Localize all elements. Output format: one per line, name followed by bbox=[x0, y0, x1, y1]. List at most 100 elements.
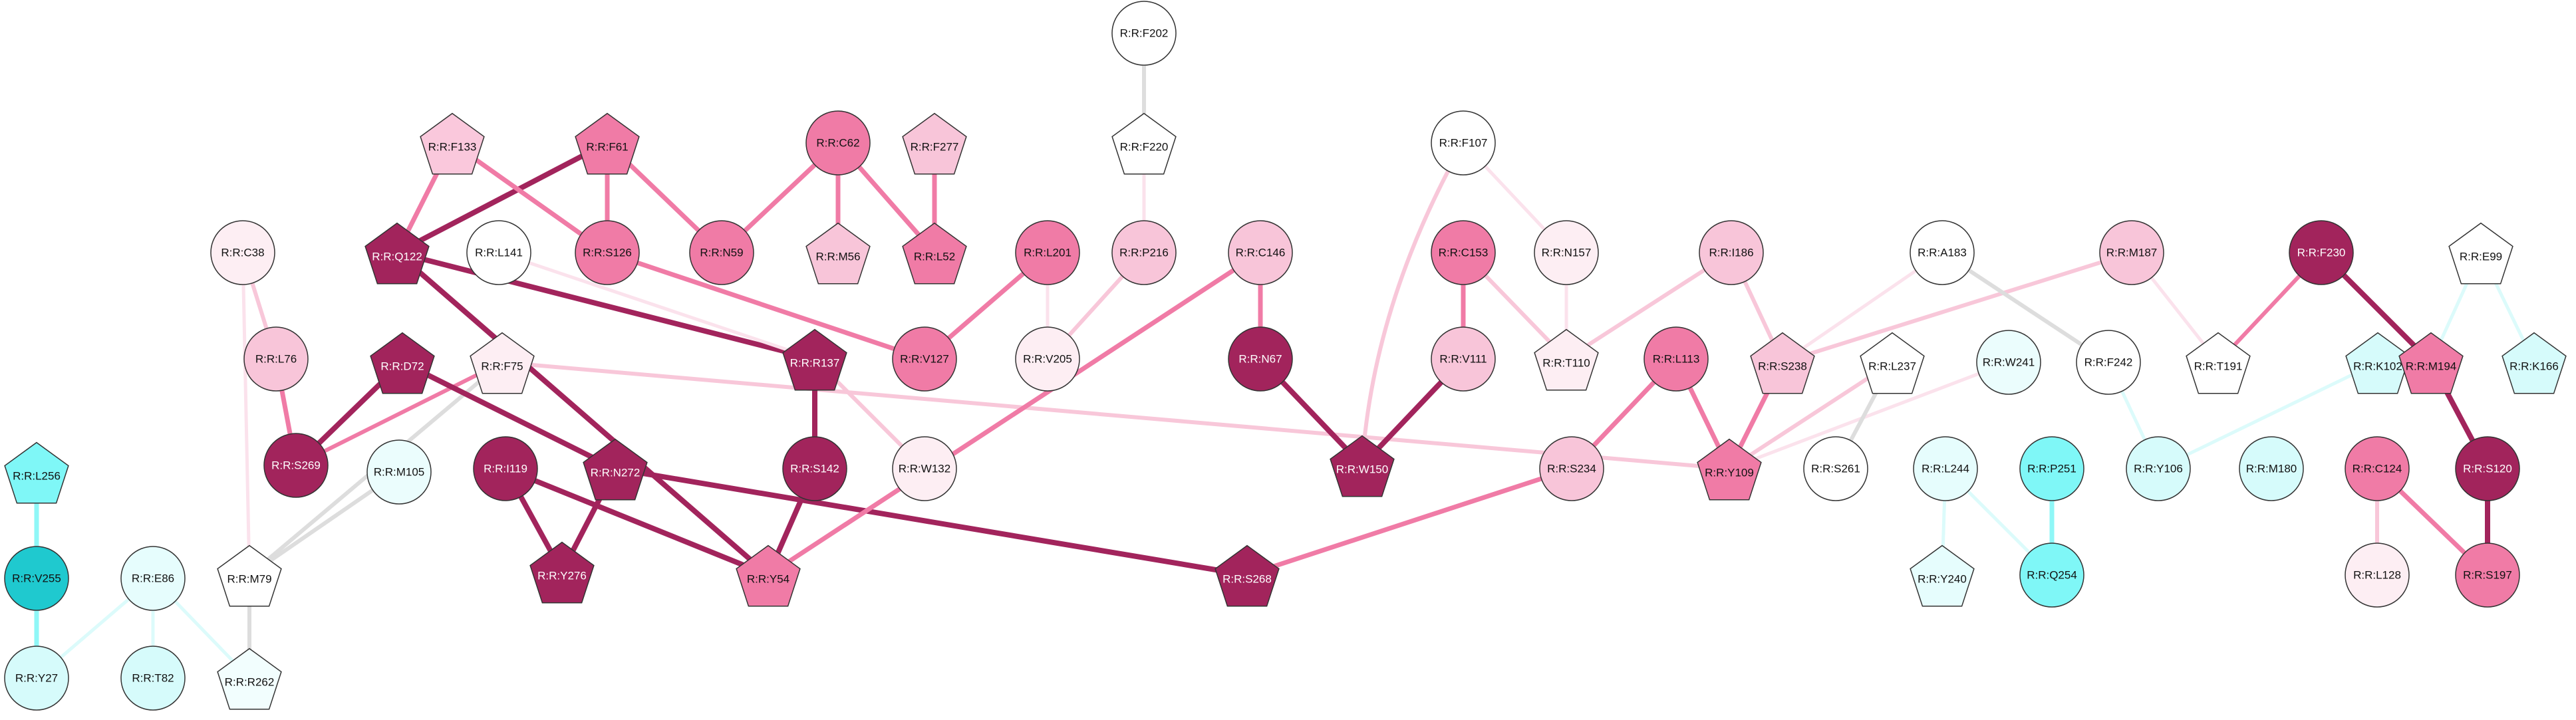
node-l76: R:R:L76 bbox=[243, 326, 309, 392]
node-l237-pentagon bbox=[1860, 332, 1925, 394]
node-s234-circle bbox=[1539, 436, 1604, 501]
node-l141: R:R:L141 bbox=[466, 220, 531, 285]
node-f107-circle bbox=[1431, 110, 1496, 176]
node-t82: R:R:T82 bbox=[120, 646, 186, 711]
node-y276: R:R:Y276 bbox=[529, 541, 595, 604]
node-y240: R:R:Y240 bbox=[1910, 544, 1975, 607]
node-label: R:R:I186 bbox=[1709, 247, 1753, 259]
edge-l141-r137 bbox=[497, 251, 817, 361]
node-i186: R:R:I186 bbox=[1699, 220, 1764, 285]
node-i186-circle bbox=[1699, 220, 1764, 285]
edge-f107-w150 bbox=[1360, 141, 1465, 467]
node-label: R:R:Q122 bbox=[372, 251, 422, 263]
node-y106: R:R:Y106 bbox=[2126, 436, 2191, 501]
node-c124-circle bbox=[2345, 436, 2410, 501]
node-label: R:R:L52 bbox=[914, 251, 955, 263]
node-label: R:R:L76 bbox=[255, 353, 297, 366]
node-label: R:R:P216 bbox=[1119, 247, 1169, 259]
node-label: R:R:S126 bbox=[583, 247, 632, 259]
node-c146: R:R:C146 bbox=[1228, 220, 1293, 285]
node-label: R:R:M105 bbox=[374, 466, 425, 479]
node-label: R:R:N157 bbox=[1542, 247, 1592, 259]
node-n157: R:R:N157 bbox=[1534, 220, 1599, 285]
node-label: R:R:L237 bbox=[1868, 360, 1916, 373]
edge-k102-y106 bbox=[2156, 360, 2380, 471]
node-l237: R:R:L237 bbox=[1860, 332, 1925, 394]
node-m180-circle bbox=[2239, 436, 2304, 501]
node-label: R:R:Y109 bbox=[1705, 467, 1754, 479]
node-f61-pentagon bbox=[575, 112, 640, 175]
node-m194-pentagon bbox=[2398, 332, 2464, 394]
node-t82-circle bbox=[120, 646, 186, 711]
node-label: R:R:N59 bbox=[700, 247, 743, 259]
node-c153-circle bbox=[1431, 220, 1496, 285]
node-label: R:R:W150 bbox=[1336, 463, 1388, 476]
node-f220-pentagon bbox=[1111, 112, 1177, 175]
node-q254: R:R:Q254 bbox=[2019, 542, 2084, 608]
node-label: R:R:Y276 bbox=[537, 570, 587, 582]
node-n157-circle bbox=[1534, 220, 1599, 285]
node-t191-pentagon bbox=[2186, 332, 2251, 394]
node-n272-pentagon bbox=[583, 438, 648, 501]
node-label: R:R:N272 bbox=[591, 467, 641, 479]
node-label: R:R:F220 bbox=[1120, 141, 1169, 154]
node-f202-circle bbox=[1111, 1, 1177, 66]
node-e99: R:R:E99 bbox=[2448, 222, 2513, 285]
edge-i119-y54 bbox=[503, 466, 771, 578]
node-label: R:R:C153 bbox=[1439, 247, 1489, 259]
node-label: R:R:S268 bbox=[1222, 573, 1272, 586]
node-m56-pentagon bbox=[805, 222, 871, 285]
node-l201: R:R:L201 bbox=[1015, 220, 1080, 285]
node-p216-circle bbox=[1111, 220, 1177, 285]
node-v255: R:R:V255 bbox=[4, 546, 69, 611]
node-label: R:R:L141 bbox=[475, 247, 523, 259]
node-s238-pentagon bbox=[1750, 332, 1815, 394]
node-label: R:R:T110 bbox=[1542, 357, 1590, 370]
node-r262-pentagon bbox=[217, 648, 282, 710]
node-label: R:R:M194 bbox=[2406, 360, 2457, 373]
node-label: R:R:M79 bbox=[227, 573, 271, 586]
node-label: R:R:W132 bbox=[899, 463, 950, 475]
node-v111: R:R:V111 bbox=[1431, 326, 1496, 392]
edge-w241-y109 bbox=[1727, 360, 2011, 471]
node-label: R:R:F61 bbox=[586, 141, 628, 154]
node-s268: R:R:S268 bbox=[1215, 544, 1280, 607]
node-v127: R:R:V127 bbox=[892, 326, 957, 392]
node-v205-circle bbox=[1015, 326, 1080, 392]
node-y54-pentagon bbox=[736, 544, 801, 607]
node-c38-circle bbox=[210, 220, 275, 285]
edge-m187-s238 bbox=[1781, 251, 2134, 364]
node-l128-circle bbox=[2345, 542, 2410, 608]
node-k102: R:R:K102 bbox=[2345, 332, 2410, 394]
node-label: R:R:C38 bbox=[221, 247, 264, 259]
node-label: R:R:F107 bbox=[1439, 137, 1488, 150]
node-s261: R:R:S261 bbox=[1803, 436, 1868, 501]
node-s268-pentagon bbox=[1215, 544, 1280, 607]
edge-l237-y109 bbox=[1727, 360, 1894, 471]
node-q122: R:R:Q122 bbox=[364, 222, 430, 285]
node-t110: R:R:T110 bbox=[1534, 328, 1599, 391]
node-f107: R:R:F107 bbox=[1431, 110, 1496, 176]
node-m187: R:R:M187 bbox=[2099, 220, 2164, 285]
node-label: R:R:D72 bbox=[380, 360, 424, 373]
node-s126-circle bbox=[575, 220, 640, 285]
node-label: R:R:S234 bbox=[1547, 463, 1596, 475]
node-s269-circle bbox=[263, 433, 329, 498]
node-p216: R:R:P216 bbox=[1111, 220, 1177, 285]
node-w150-pentagon bbox=[1330, 435, 1395, 497]
node-label: R:R:E99 bbox=[2460, 251, 2502, 263]
node-l113-circle bbox=[1644, 326, 1709, 392]
node-d72: R:R:D72 bbox=[370, 332, 435, 394]
edge-q122-y54 bbox=[394, 250, 771, 578]
node-m187-circle bbox=[2099, 220, 2164, 285]
node-label: R:R:Q254 bbox=[2027, 569, 2077, 582]
node-s234: R:R:S234 bbox=[1539, 436, 1604, 501]
node-c62: R:R:C62 bbox=[805, 110, 871, 176]
node-c146-circle bbox=[1228, 220, 1293, 285]
node-t191: R:R:T191 bbox=[2186, 332, 2251, 394]
node-s126: R:R:S126 bbox=[575, 220, 640, 285]
node-label: R:R:Y240 bbox=[1918, 573, 1967, 586]
node-a183: R:R:A183 bbox=[1910, 220, 1975, 285]
